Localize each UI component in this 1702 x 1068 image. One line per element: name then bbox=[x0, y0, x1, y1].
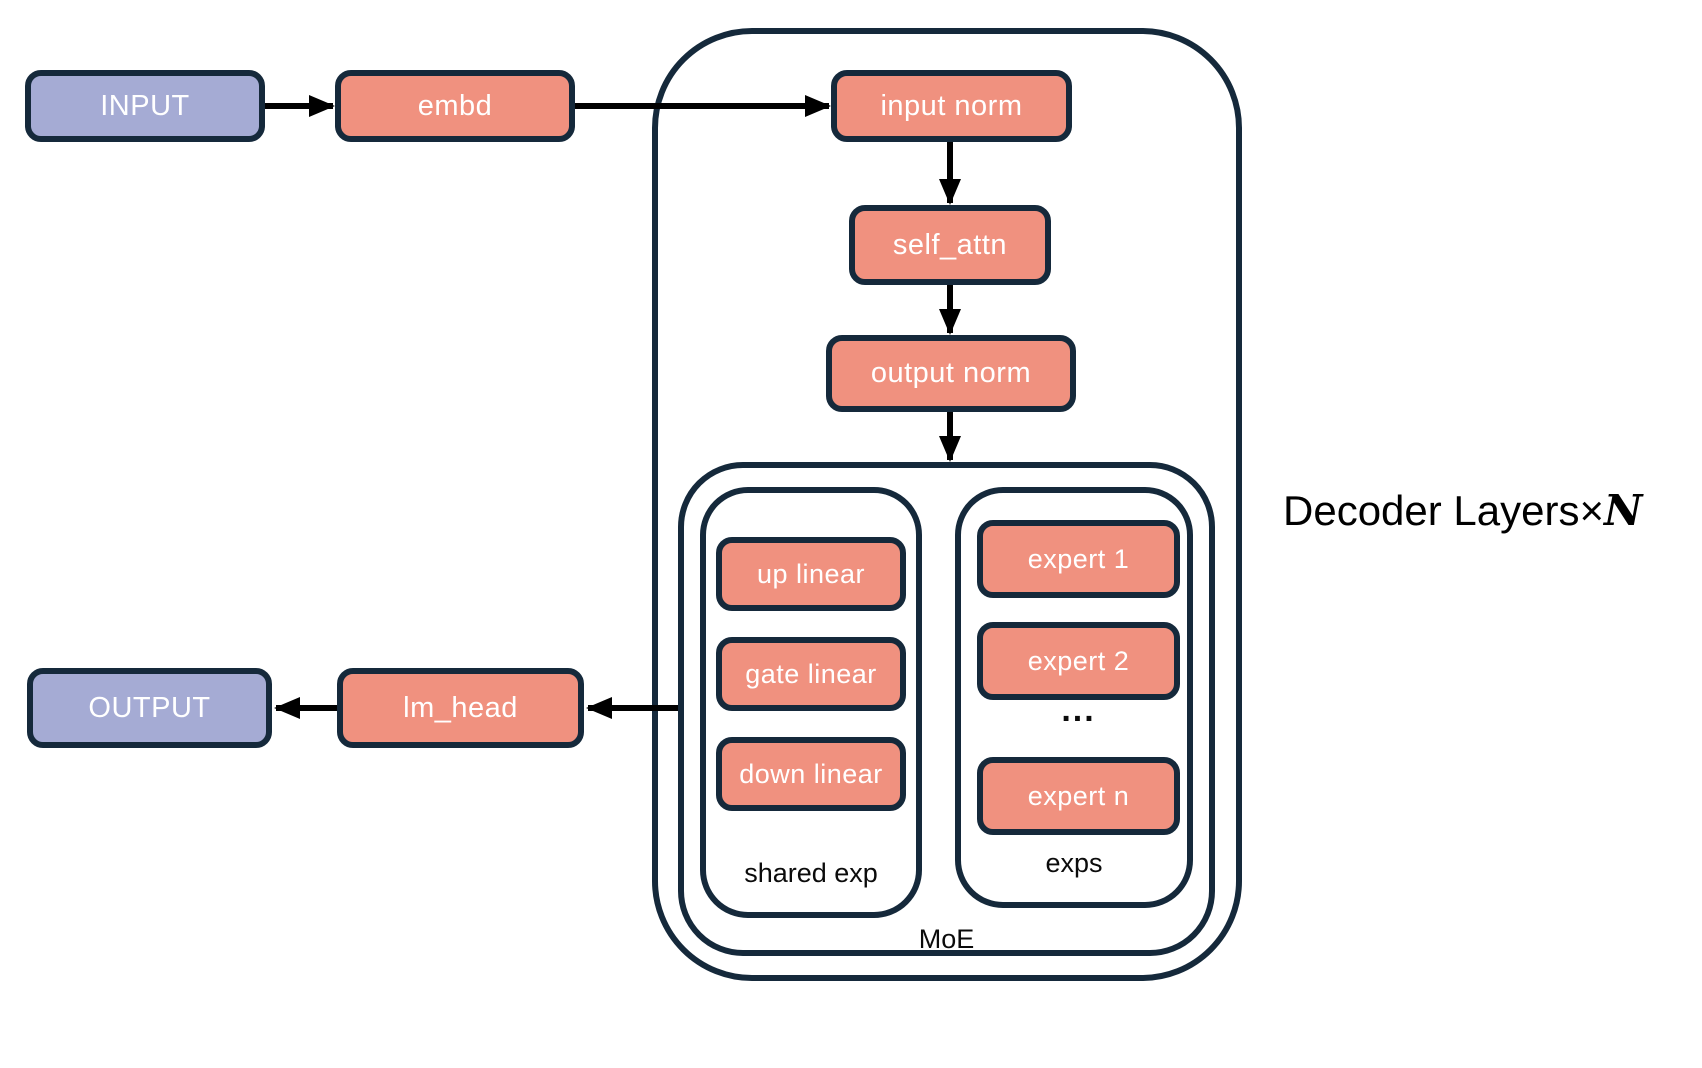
decoder-layers-title: Decoder Layers×N bbox=[1283, 486, 1642, 535]
up-linear-node-label: up linear bbox=[756, 558, 866, 589]
shared-exp-label: shared exp bbox=[744, 858, 878, 888]
gate-linear-node: gate linear bbox=[716, 637, 906, 711]
output-norm-node: output norm bbox=[826, 335, 1076, 412]
output-norm-node-label: output norm bbox=[870, 357, 1032, 389]
down-linear-node: down linear bbox=[716, 737, 906, 811]
expert-n-node: expert n bbox=[977, 757, 1180, 835]
embd-node-label: embd bbox=[417, 89, 493, 122]
expert-2-node: expert 2 bbox=[977, 622, 1180, 700]
input-node-label: INPUT bbox=[100, 89, 190, 122]
experts-ellipsis: ... bbox=[1061, 691, 1096, 729]
input-norm-node: input norm bbox=[831, 70, 1072, 142]
exps-container bbox=[955, 487, 1193, 908]
expert-2-node-label: expert 2 bbox=[1027, 645, 1130, 676]
expert-1-node-label: expert 1 bbox=[1027, 543, 1130, 574]
moe-label: MoE bbox=[918, 924, 975, 954]
decoder-layer-container bbox=[652, 28, 1242, 981]
input-norm-node-label: input norm bbox=[880, 89, 1023, 122]
output-node: OUTPUT bbox=[27, 668, 272, 748]
self-attn-node-label: self_attn bbox=[892, 228, 1008, 261]
exps-label: exps bbox=[1045, 848, 1103, 878]
n-variable: N bbox=[1604, 486, 1643, 535]
expert-n-node-label: expert n bbox=[1027, 780, 1130, 811]
moe-container bbox=[678, 462, 1215, 956]
embd-node: embd bbox=[335, 70, 575, 142]
gate-linear-node-label: gate linear bbox=[745, 658, 877, 689]
lm-head-node-label: lm_head bbox=[403, 691, 518, 724]
lm-head-node: lm_head bbox=[337, 668, 584, 748]
down-linear-node-label: down linear bbox=[739, 758, 883, 789]
decoder-layers-title-text: Decoder Layers bbox=[1283, 487, 1580, 534]
up-linear-node: up linear bbox=[716, 537, 906, 611]
expert-1-node: expert 1 bbox=[977, 520, 1180, 598]
shared-exp-container bbox=[700, 487, 922, 918]
self-attn-node: self_attn bbox=[849, 205, 1051, 285]
output-node-label: OUTPUT bbox=[88, 691, 211, 724]
times-symbol: × bbox=[1579, 487, 1605, 534]
input-node: INPUT bbox=[25, 70, 265, 142]
